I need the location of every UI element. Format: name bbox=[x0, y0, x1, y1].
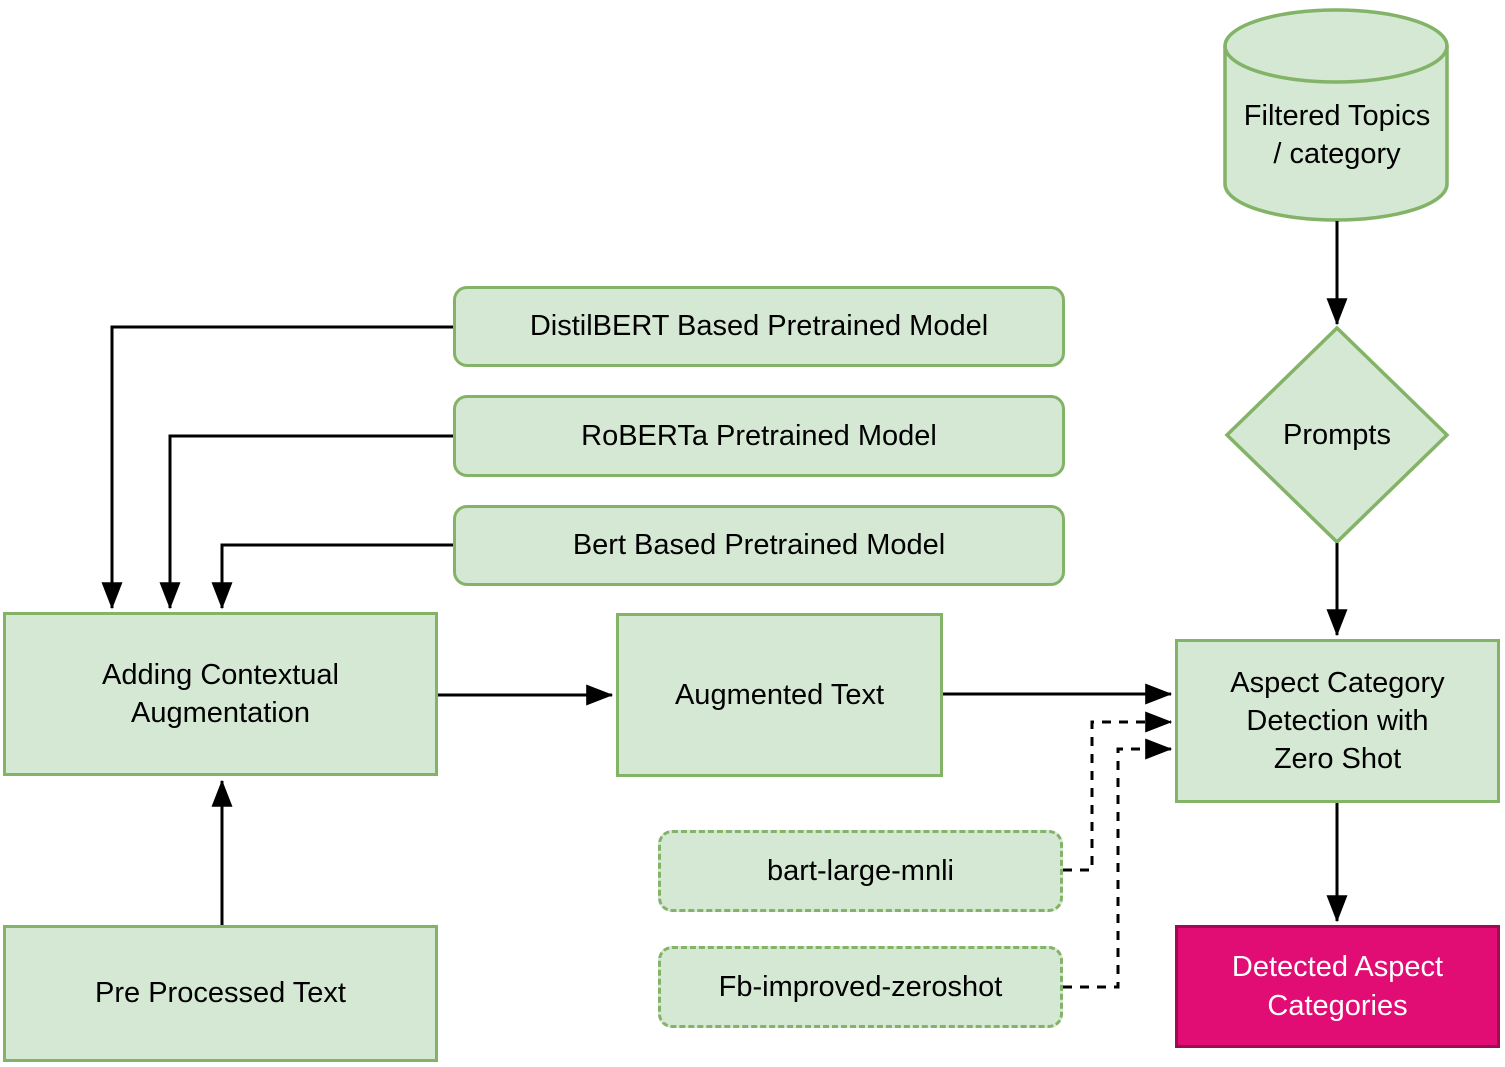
edge-bart-to-aspect-detection bbox=[1063, 711, 1173, 872]
node-fb-improved-zeroshot: Fb-improved-zeroshot bbox=[658, 946, 1063, 1028]
node-distilbert-model: DistilBERT Based Pretrained Model bbox=[453, 286, 1065, 367]
node-aspect-category-detection: Aspect Category Detection with Zero Shot bbox=[1175, 639, 1500, 803]
filtered-topics-cylinder-shape bbox=[1223, 8, 1449, 222]
edge-fb-to-aspect-detection bbox=[1063, 738, 1173, 989]
node-bart-large-mnli: bart-large-mnli bbox=[658, 830, 1063, 912]
edge-distilbert-to-adding bbox=[101, 325, 453, 610]
edge-bert-to-adding bbox=[211, 543, 453, 610]
node-pre-processed-text: Pre Processed Text bbox=[3, 925, 438, 1062]
node-detected-aspect-categories: Detected Aspect Categories bbox=[1175, 925, 1500, 1048]
node-adding-contextual-augmentation: Adding Contextual Augmentation bbox=[3, 612, 438, 776]
node-augmented-text: Augmented Text bbox=[616, 613, 943, 777]
prompts-diamond-shape bbox=[1224, 325, 1450, 545]
edge-roberta-to-adding bbox=[159, 434, 453, 610]
node-roberta-model: RoBERTa Pretrained Model bbox=[453, 395, 1065, 477]
node-bert-model: Bert Based Pretrained Model bbox=[453, 505, 1065, 586]
